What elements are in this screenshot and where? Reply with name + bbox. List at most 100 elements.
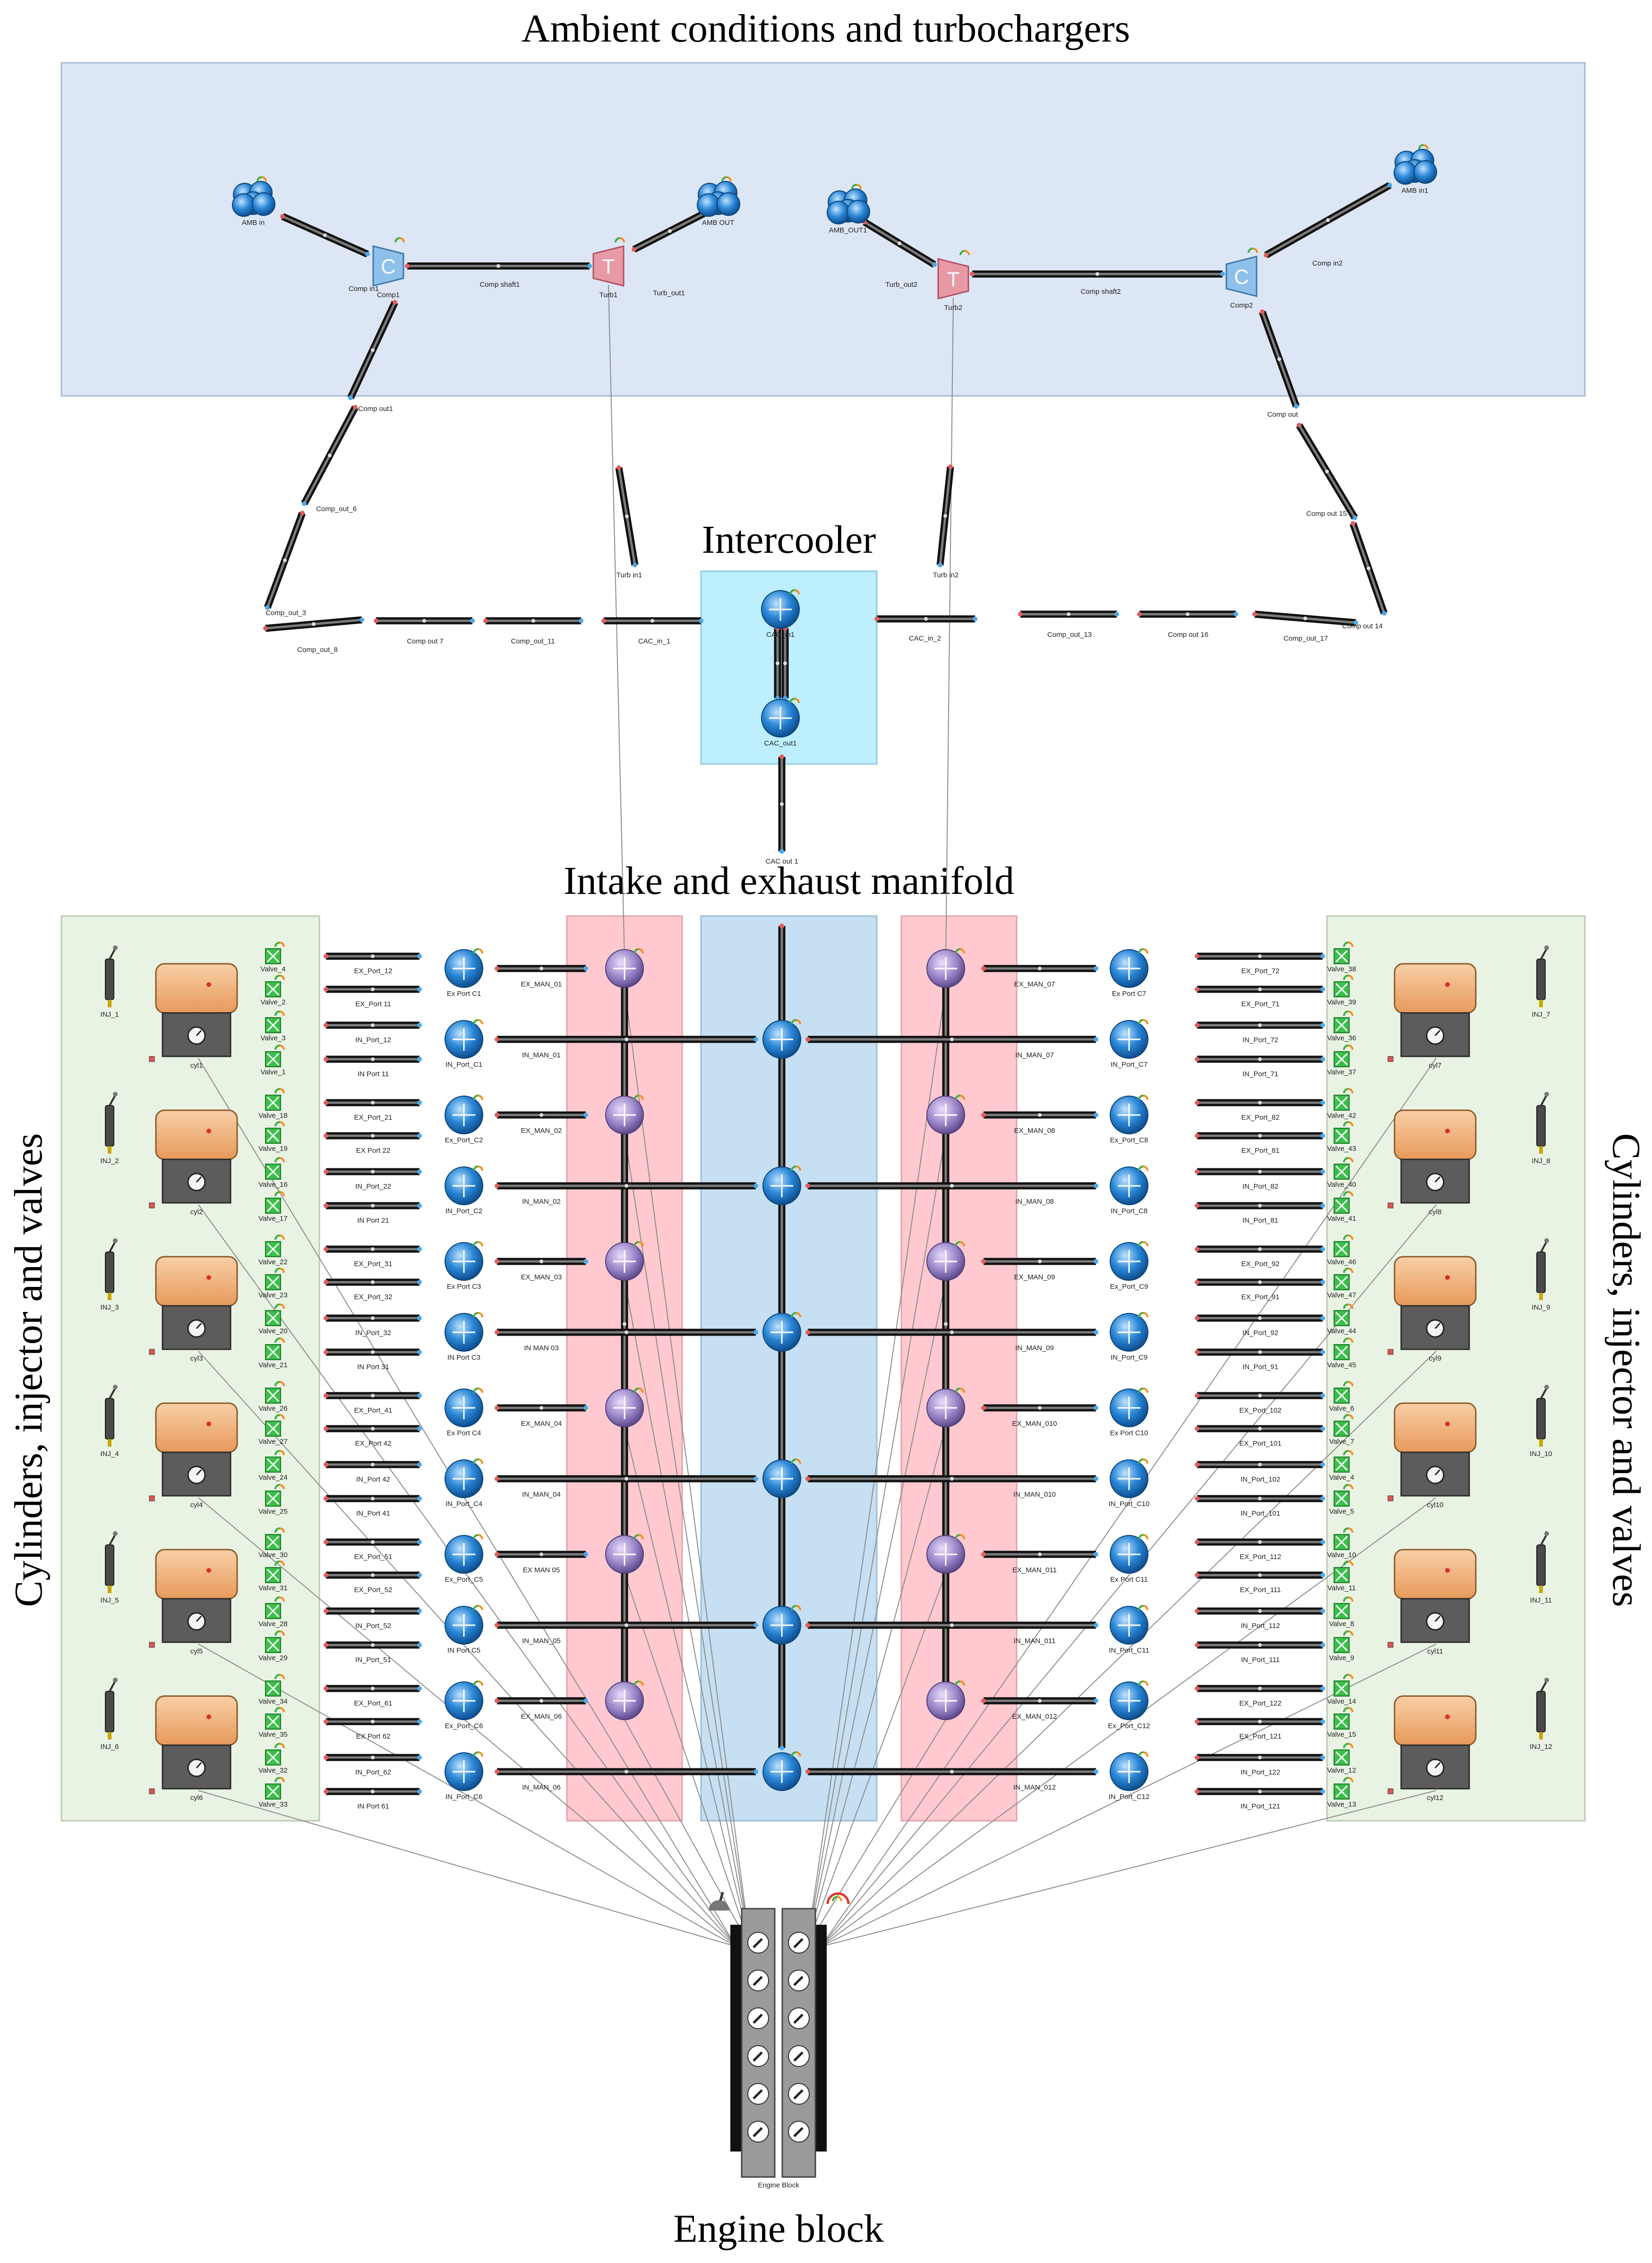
cyl-right-12-ex-port-2-label: EX_Port_121 <box>1239 1732 1281 1740</box>
gauge-icon <box>1138 1605 1144 1611</box>
port-marker <box>495 1552 499 1557</box>
cylinder-port <box>1445 1275 1450 1280</box>
flow-arrow-icon <box>1277 357 1281 361</box>
port-marker <box>1195 954 1199 959</box>
cyl-left-4-valve-b-label: Valve_27 <box>258 1438 287 1446</box>
right-cylinder-panel <box>1326 915 1586 1822</box>
compressor-2: C <box>1225 248 1258 297</box>
port-marker <box>1094 1623 1098 1628</box>
cyl-right-11-valve-b-label: Valve_11 <box>1327 1584 1356 1592</box>
cyl-right-11-in-port-1 <box>1195 1607 1325 1615</box>
cylinder-port <box>1445 1714 1450 1719</box>
cylinder-flag-icon <box>149 1788 155 1794</box>
compressor-1: C <box>372 237 405 287</box>
signal-wire <box>821 1351 1437 1947</box>
gauge-icon <box>959 250 965 256</box>
gauge-icon <box>791 1019 796 1025</box>
gauge-icon <box>1343 1381 1349 1387</box>
cyl-left-3-in-port-1 <box>324 1314 422 1322</box>
port-marker <box>981 1698 986 1703</box>
cyl-right-12-ex-port-1-label: EX_Port_122 <box>1239 1699 1281 1707</box>
gauge-icon <box>1343 1191 1349 1197</box>
cyl-right-11-in-man-label: IN_MAN_011 <box>1014 1637 1056 1645</box>
turb-out1-label: Turb_out1 <box>653 289 685 297</box>
cyl-left-6-valve-d <box>265 1777 285 1800</box>
flow-arrow-icon <box>1258 1316 1262 1320</box>
valve-x <box>266 1389 280 1402</box>
cyl-left-3-valve-a <box>265 1234 285 1257</box>
cyl-left-2-ex-port-1-label: EX_Port_21 <box>354 1114 393 1122</box>
valve-x <box>1335 1019 1348 1032</box>
cyl-right-8-ex-man-label: EX_MAN_08 <box>1014 1127 1055 1135</box>
port-marker <box>417 1100 422 1105</box>
cyl-left-2-ex-man-label: EX_MAN_02 <box>521 1127 562 1135</box>
cyl-left-6-in-man <box>495 1768 758 1775</box>
gauge-icon <box>1343 1777 1349 1783</box>
turbine-2: T <box>937 250 970 300</box>
gauge-icon <box>633 1534 639 1540</box>
port-marker <box>1351 521 1355 526</box>
port-marker <box>417 1393 422 1398</box>
flow-arrow-icon <box>371 1609 375 1613</box>
cylinder-gauge-needle <box>1434 1029 1441 1037</box>
cyl-left-1-in-man <box>495 1036 758 1043</box>
cyl-right-10-label: cyl10 <box>1427 1501 1443 1509</box>
turbo-letter: T <box>947 268 960 291</box>
cyl-left-5-valve-b-label: Valve_31 <box>258 1584 287 1592</box>
cyl-right-9-ex-man <box>981 1258 1098 1265</box>
injector-body <box>1536 959 1546 1000</box>
cyl-right-9-injector <box>1536 1238 1549 1300</box>
signal-wire <box>198 1204 736 1947</box>
cyl-right-7-in-plenum-label: IN_Port_C7 <box>1111 1061 1147 1069</box>
port-marker <box>417 1643 422 1647</box>
pipe-comp-out-14 <box>1349 521 1388 616</box>
cyl-right-11-valve-c <box>1334 1596 1353 1619</box>
valve-x <box>1335 1458 1348 1471</box>
engine-gauge-icon <box>826 1892 850 1904</box>
gauge-icon <box>473 1166 479 1171</box>
flow-arrow-icon <box>943 514 947 518</box>
cac-in-2-label: CAC_in_2 <box>909 634 941 643</box>
cyl-left-2-valve-a <box>265 1088 285 1111</box>
cyl-right-10-in-port-2-label: IN_Port_101 <box>1241 1509 1280 1517</box>
cylinder-gauge-needle <box>196 1322 202 1329</box>
port-marker <box>1195 987 1199 992</box>
valve-x <box>1335 1604 1348 1618</box>
flow-arrow-icon <box>1258 987 1262 991</box>
cylinder-head <box>155 1109 238 1160</box>
port-marker <box>601 618 606 623</box>
port-marker <box>1387 183 1392 188</box>
comp-out-14-label: Comp out 14 <box>1342 622 1383 630</box>
ambient-in <box>232 176 275 217</box>
port-marker <box>1320 1023 1325 1028</box>
cylinder-flag-icon <box>1387 1642 1394 1648</box>
valve-x <box>1335 1751 1348 1764</box>
cyl-left-2-in-man-label: IN_MAN_02 <box>522 1198 561 1206</box>
cyl-left-5-ex-man-label: EX MAN 05 <box>523 1566 560 1574</box>
flow-arrow-icon <box>1067 612 1070 616</box>
comp-in2-label: Comp in2 <box>1312 259 1343 267</box>
flow-arrow-icon <box>371 987 375 991</box>
port-marker <box>495 1769 499 1774</box>
port-marker <box>1195 1540 1199 1544</box>
pipe-comp-in1 <box>280 213 370 257</box>
cyl-left-5-in-port-2 <box>324 1641 422 1649</box>
cyl-left-1-valve-d-label: Valve_1 <box>260 1068 285 1076</box>
port-marker <box>417 987 422 992</box>
flow-arrow-icon <box>1258 1350 1262 1354</box>
signal-wire <box>624 987 751 1947</box>
flow-arrow-icon <box>1186 612 1190 616</box>
port-marker <box>970 272 975 276</box>
flow-arrow-icon <box>950 1770 954 1774</box>
cylinder-head <box>1394 963 1477 1014</box>
gauge-icon <box>274 1450 280 1456</box>
gauge-icon <box>1343 1630 1349 1636</box>
cyl-left-3-in-junction <box>762 1312 801 1352</box>
flow-arrow-icon <box>1258 1394 1262 1397</box>
cyl-right-12-injector <box>1536 1678 1549 1740</box>
port-marker <box>1320 1789 1325 1794</box>
valve-x <box>1335 1096 1348 1109</box>
valve-x <box>1335 1199 1348 1212</box>
comp-out-13-label: Comp_out_13 <box>1047 631 1092 639</box>
cyl-left-1-ex-plenum <box>445 948 483 988</box>
